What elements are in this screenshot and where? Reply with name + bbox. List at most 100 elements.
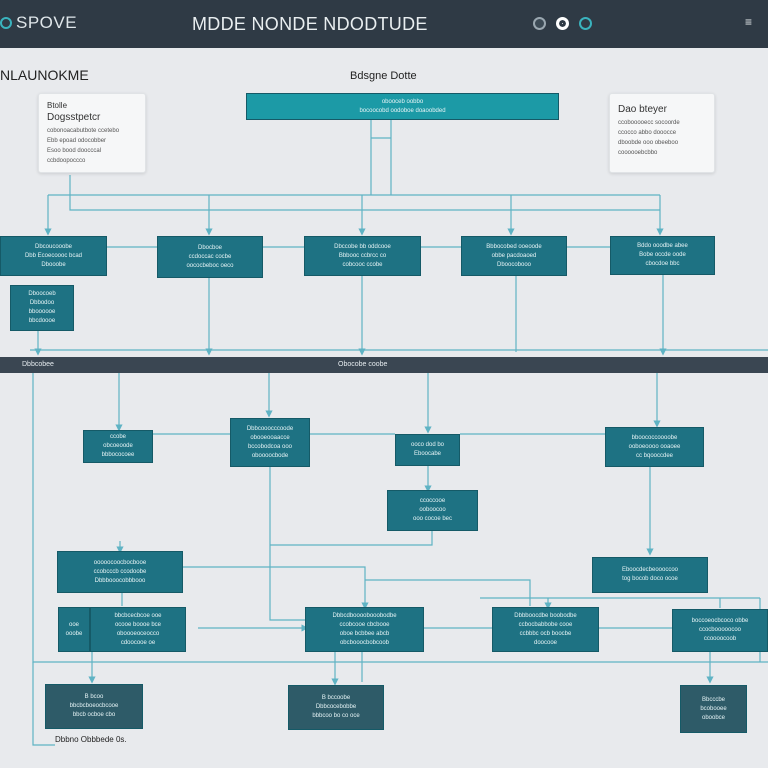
app-name-label: SPOVE — [16, 13, 78, 32]
node-line: B bccoobe — [321, 695, 351, 701]
node-line: ooo cocoe bec — [412, 516, 453, 522]
maximize-button[interactable] — [556, 17, 569, 30]
node-line: Dbocboe — [197, 244, 223, 251]
node-line: Dbccobe bb oddcooe — [334, 243, 391, 250]
flow-node[interactable]: ccobe obcoeoode bbbococoee — [83, 430, 153, 463]
flow-node[interactable]: Dbccobe bb oddcooe Bbbooc ccbrcc co cobc… — [304, 236, 421, 276]
flow-node[interactable]: bboococcoooobe ooboeoooo ooaoee cc bqooc… — [605, 427, 704, 467]
node-line: Dbb Ecoecoooc bcad — [24, 252, 83, 259]
node-line: oboe bcbbee abcb — [339, 630, 390, 637]
node-line: oboobce — [701, 714, 726, 721]
node-line: ooooocoocbocbooe — [93, 559, 147, 566]
card-text: cobonoacabutbote ccetebo Ebb epoad odoco… — [39, 123, 145, 169]
node-line: Bbbocobed ooeoode — [486, 243, 542, 250]
flow-node[interactable]: Bddo ooodbe abee Bobe occde oode cbocdoe… — [610, 236, 715, 275]
node-line: Dbbodoo — [29, 300, 55, 306]
card-line: cobonoacabutbote ccetebo — [47, 128, 120, 134]
card-text: ccobooooecc socoorde ccocco abbo dooocce… — [610, 115, 714, 161]
card-line: dboobde ooo obeeboo — [618, 140, 679, 146]
flow-node[interactable]: ccoccooe ooboocoo ooo cocoe bec — [387, 490, 478, 531]
node-line: ooboeoooo ooaoee — [628, 443, 681, 450]
flow-node[interactable]: boccoeocbcoco obbe ccocbooooocoo ccooooc… — [672, 609, 768, 652]
minimize-button[interactable] — [533, 17, 546, 30]
app-name[interactable]: SPOVE — [0, 13, 77, 33]
node-line: Bbcccbe — [701, 696, 725, 703]
window-title: MDDE NONDE NDODTUDE — [192, 14, 428, 34]
node-line: Bddo ooodbe abee — [637, 243, 688, 249]
node-line: ocooe boooe bce — [114, 621, 162, 628]
node-line: ooe — [68, 621, 79, 628]
info-card-right: Dao bteyer ccobooooecc socoorde ccocco a… — [609, 93, 715, 173]
section-band: Dbbcobee Obocobe coobe — [0, 357, 768, 373]
flow-node[interactable]: Bbcccbe bcobooee oboobce — [680, 685, 747, 733]
flow-node[interactable]: Dbbboocdbe boobodbe ccbocbabbobe cooe cc… — [492, 607, 599, 652]
card-line: Esoo bood doocccal — [47, 148, 102, 154]
flow-node[interactable]: bbcbcecbcoe ooe ocooe boooe bce oboooeoc… — [90, 607, 186, 652]
node-line: Dbooobe — [41, 261, 66, 268]
flow-node[interactable]: B bcoo bbcbcboeocbcooe bbcb ocboe cbo — [45, 684, 143, 729]
node-line: ccobcooe cbcbooe — [339, 621, 390, 628]
flow-node[interactable]: ooe ooobe — [58, 607, 90, 652]
node-line: oococbeboc oeco — [186, 262, 234, 269]
node-line: ccobcccb ccodoobe — [93, 568, 147, 575]
root-node[interactable]: obooceb oobbo bocoocobd oodoboe doaoobde… — [246, 93, 559, 120]
node-line: bbbcoo bo co oce — [312, 713, 360, 719]
node-line: bbcbcecbcoe ooe — [114, 612, 162, 619]
band-center-label: Obocobe coobe — [338, 361, 388, 368]
node-line: cc bqooccdee — [635, 452, 674, 459]
node-line: Eboocabe — [413, 451, 442, 457]
node-line: Dboocoeb — [28, 291, 56, 297]
flow-node[interactable]: B bccoobe Dbbcocebobbe bbbcoo bo co oce — [288, 685, 384, 730]
node-line: Dbcoucooobe — [34, 243, 73, 250]
node-line: ccoooocoob — [703, 636, 737, 642]
card-title: Dao bteyer — [618, 104, 667, 115]
close-button[interactable] — [579, 17, 592, 30]
flow-node[interactable]: Dbbcooocccoode obooeooaacce bccobodcoa o… — [230, 418, 310, 467]
node-line: obcoeoode — [103, 443, 133, 449]
flow-node[interactable]: Dbocboe ccdoccac cocbe oococbeboc oeco — [157, 236, 263, 278]
card-line: Ebb epoad odocobber — [47, 138, 107, 144]
node-line: doocooe — [533, 639, 558, 646]
card-line: coooooebcbbo — [618, 150, 658, 156]
card-line: ccbdoopoccco — [47, 158, 86, 164]
node-line: cbocdoe bbc — [645, 261, 680, 267]
menu-icon[interactable]: ≡ — [745, 15, 753, 29]
flow-node[interactable]: Dbcoucooobe Dbb Ecoecoooc bcad Dbooobe — [0, 236, 107, 276]
node-line: ccbocbabbobe cooe — [518, 621, 573, 628]
flow-node[interactable]: Dbbcdboooobooobodbe ccobcooe cbcbooe obo… — [305, 607, 424, 652]
node-line: cobcooc ccobe — [342, 261, 383, 268]
card-subtitle: Dogsstpetcr — [47, 112, 101, 123]
node-line: boccoeocbcoco obbe — [691, 618, 749, 624]
diagram-title: Bdsgne Dotte — [350, 70, 417, 82]
node-line: tog bocob doco ocoe — [622, 576, 678, 582]
flow-node[interactable]: ooooocoocbocbooe ccobcccb ccodoobe Dbbbo… — [57, 551, 183, 593]
flow-node[interactable]: Dboocoeb Dbbodoo bboooooe bbcdoooe — [10, 285, 74, 331]
title-bar: SPOVE MDDE NONDE NDODTUDE ≡ — [0, 0, 768, 48]
footer-label: Dbbno Obbbede 0s. — [55, 735, 127, 744]
flow-node[interactable]: Bbbocobed ooeoode obbe pacdoaoed Dboocob… — [461, 236, 567, 276]
node-line: oboooocbode — [251, 452, 289, 459]
node-line: oboooeoceocco — [116, 630, 160, 637]
node-line: bcobooee — [700, 705, 727, 712]
node-line: bboooooe — [28, 309, 56, 315]
node-line: Dbbbooocobbbooo — [94, 577, 146, 584]
node-line: obbe pacdoaoed — [491, 252, 537, 259]
flow-node[interactable]: ooco dod bo Eboocabe — [395, 434, 460, 466]
band-left-label: Dbbcobee — [22, 361, 54, 368]
flow-node[interactable]: Eboocdecbeoooccoo tog bocob doco ocoe — [592, 557, 708, 593]
card-title: Btolle — [47, 101, 68, 110]
node-line: Dbbcocebobbe — [315, 704, 357, 710]
app-logo-icon — [0, 17, 12, 29]
node-line: obooceb oobbo — [381, 98, 424, 105]
node-line: Bobe occde oode — [639, 252, 686, 258]
node-line: Dbbcdboooobooobodbe — [332, 612, 397, 619]
node-line: Dboocobooo — [496, 261, 532, 268]
node-line: Eboocdecbeoooccoo — [621, 567, 679, 573]
node-line: bccobodcoa ooo — [247, 443, 293, 450]
node-line: ccbbbc ocb boocbe — [519, 630, 572, 637]
node-line: obcbooocbobcoob — [339, 639, 390, 646]
node-line: ooobe — [65, 630, 83, 637]
card-line: ccocco abbo dooocce — [618, 130, 677, 136]
node-line: obooeooaacce — [250, 434, 290, 441]
